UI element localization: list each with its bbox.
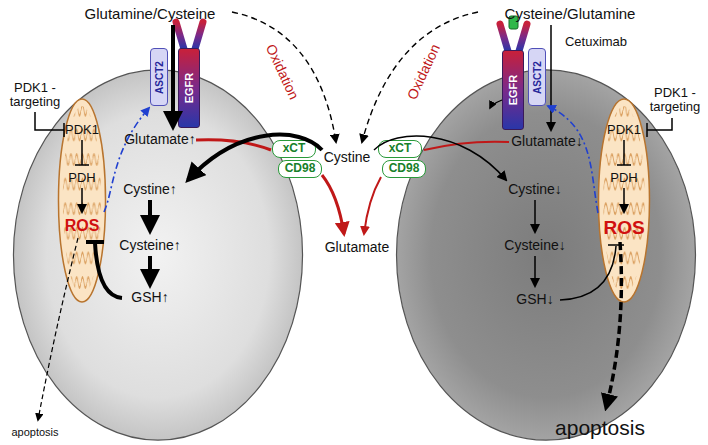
outcome-label: apoptosis — [555, 416, 645, 439]
treatment-label: PDK1 -targeting — [2, 81, 68, 110]
metabolite-label: GSH↓ — [516, 292, 553, 307]
pathway-line — [148, 256, 152, 285]
metabolite-label: Glutamate — [325, 240, 390, 255]
transporter-box: CD98 — [382, 160, 426, 178]
metabolite-label: Glutamate↑ — [124, 132, 196, 147]
pathway-line — [86, 242, 122, 298]
pathway-line — [550, 25, 552, 130]
metabolite-label: PDK1 — [65, 123, 99, 137]
transporter-box: CD98 — [278, 160, 322, 178]
pathway-line — [81, 188, 83, 212]
pathway-line — [75, 140, 89, 165]
treatment-label: PDK1 -targeting — [642, 86, 708, 115]
box-label: xCT — [389, 142, 412, 155]
drug-label: Cetuximab — [565, 35, 627, 49]
box-label: CD98 — [285, 162, 316, 175]
box-label: CD98 — [389, 162, 420, 175]
outcome-label: apoptosis — [11, 426, 58, 438]
outline — [12, 68, 304, 442]
metabolite-label: Cysteine↑ — [119, 238, 180, 253]
mitochondrion: PDK1PDH ROS — [598, 98, 650, 303]
metabolite-label: Cysteine↓ — [504, 238, 565, 253]
metabolite-label: PDK1 — [607, 123, 641, 137]
metabolite-label: Cystine↓ — [508, 182, 562, 197]
process-label: Oxidation — [263, 42, 302, 102]
pathway-line — [148, 200, 152, 231]
receptor-box: EGFR — [178, 48, 200, 128]
substrate-label: Cysteine/Glutamine — [505, 6, 636, 23]
box-label: EGFR — [507, 75, 519, 106]
pathway-line — [534, 256, 536, 286]
metabolite-label: Glutamate↓ — [511, 134, 583, 149]
transporter-box: xCT — [272, 140, 316, 158]
pathway-line — [617, 140, 631, 165]
pathway-line — [647, 118, 672, 137]
transporter-box: xCT — [378, 140, 422, 158]
pathway-line — [606, 242, 621, 408]
transporter-box: ASCT2 — [528, 48, 546, 106]
box-label: ASCT2 — [532, 61, 543, 94]
metabolite-label: ROS — [603, 218, 644, 239]
box-label: EGFR — [183, 73, 195, 104]
substrate-label: Glutamine/Cysteine — [85, 6, 216, 23]
metabolite-label: Cystine↑ — [123, 182, 177, 197]
box-label: ASCT2 — [154, 61, 165, 94]
pathway-line — [424, 142, 509, 150]
metabolite-label: Cystine — [324, 150, 371, 165]
metabolite-label: ROS — [65, 217, 100, 235]
pathway-line — [196, 140, 271, 150]
receptor-box: EGFR — [502, 50, 524, 130]
pathway-line — [548, 106, 598, 213]
transporter-box: ASCT2 — [150, 48, 168, 106]
metabolite-label: PDH — [610, 171, 637, 185]
pathway-line — [374, 136, 506, 180]
pathway-line — [322, 175, 344, 234]
pathway-line — [188, 135, 322, 180]
cell: Glutamate↓ Cystine↓ Cysteine↓ GSH↓ PDK1PDH RO… — [395, 68, 697, 442]
pathway-line — [560, 245, 624, 300]
pathway-line — [362, 12, 478, 142]
pathway-line — [38, 238, 78, 420]
outline — [395, 68, 697, 442]
pathway-line — [35, 112, 64, 137]
metabolite-label: PDH — [68, 171, 95, 185]
mitochondrion: PDK1PDH ROS — [58, 98, 106, 303]
process-label: Oxidation — [405, 42, 444, 102]
pathway-line — [623, 188, 625, 212]
pathway-line — [364, 177, 381, 234]
pathway-line — [104, 108, 149, 212]
metabolite-label: GSH↑ — [131, 290, 168, 305]
pathway-line — [534, 200, 536, 232]
pathway-line — [171, 25, 175, 127]
cell: Glutamate↑ Cystine↑ Cysteine↑ GSH↑ PDK1PDH RO… — [12, 68, 304, 442]
pathway-line — [232, 12, 336, 142]
pathway-line — [490, 100, 502, 108]
box-label: xCT — [283, 142, 306, 155]
